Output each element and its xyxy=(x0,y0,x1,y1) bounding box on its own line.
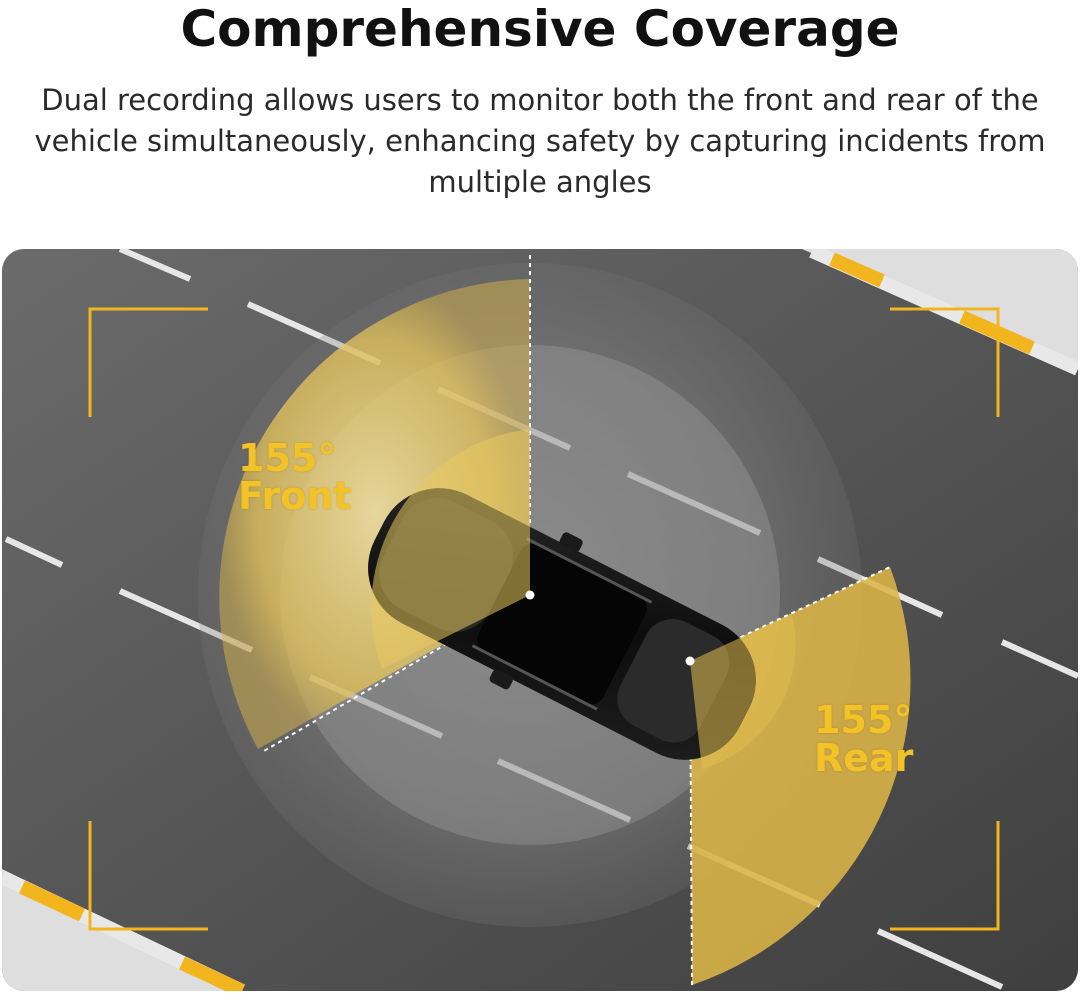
coverage-illustration: 155° Front 155° Rear xyxy=(2,249,1078,991)
barrier-rail-bottom-icon xyxy=(2,870,246,991)
page-description: Dual recording allows users to monitor b… xyxy=(34,83,1046,199)
front-angle-name: Front xyxy=(238,474,352,518)
front-angle-value: 155° xyxy=(238,436,337,480)
rear-camera-point xyxy=(685,656,695,666)
rear-tint-overlay xyxy=(690,614,796,769)
page-title: Comprehensive Coverage xyxy=(180,0,900,58)
rear-angle-value: 155° xyxy=(814,698,913,742)
front-tint-overlay xyxy=(371,429,530,669)
viewfinder-corner-brackets-icon xyxy=(88,307,1000,931)
rear-angle-name: Rear xyxy=(814,736,914,780)
front-angle-label: 155° Front xyxy=(238,439,352,515)
road-scene xyxy=(2,249,1078,991)
front-camera-point xyxy=(525,590,535,600)
rear-angle-label: 155° Rear xyxy=(814,701,913,777)
